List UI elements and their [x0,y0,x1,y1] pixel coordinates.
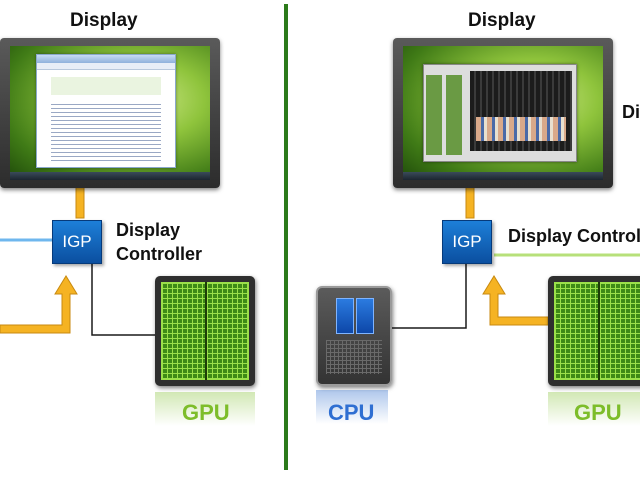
right-igp-chip: IGP [442,220,492,264]
right-photo-window [423,64,577,162]
left-gpu-label: GPU [182,400,230,426]
left-controller-label-line2: Controller [116,244,202,265]
right-display-label-cut: Di [622,102,640,123]
right-gpu-chip [548,276,640,386]
right-cpu-igp-connector [390,264,466,328]
left-igp-chip: IGP [52,220,102,264]
right-gpu-label: GPU [574,400,622,426]
right-cpu-core-2 [356,298,374,334]
left-document-window [36,54,176,168]
right-display-screen [403,46,603,180]
left-igp-gpu-connector [92,262,155,335]
right-cpu-label: CPU [328,400,374,426]
left-display-label: Display [70,10,138,32]
left-taskbar [10,172,210,180]
left-display-screen [10,46,210,180]
right-controller-label: Display Controller [508,226,640,247]
right-display-label: Display [468,10,536,32]
left-arrow-into-igp [0,276,77,333]
left-display-monitor [0,38,220,188]
right-arrow-into-igp [483,276,548,325]
left-gpu-chip [155,276,255,386]
right-cpu-core-1 [336,298,354,334]
right-display-monitor [393,38,613,188]
right-gpu-grid [554,282,640,380]
right-taskbar [403,172,603,180]
right-cpu-chip [316,286,392,386]
left-controller-label-line1: Display [116,220,180,241]
